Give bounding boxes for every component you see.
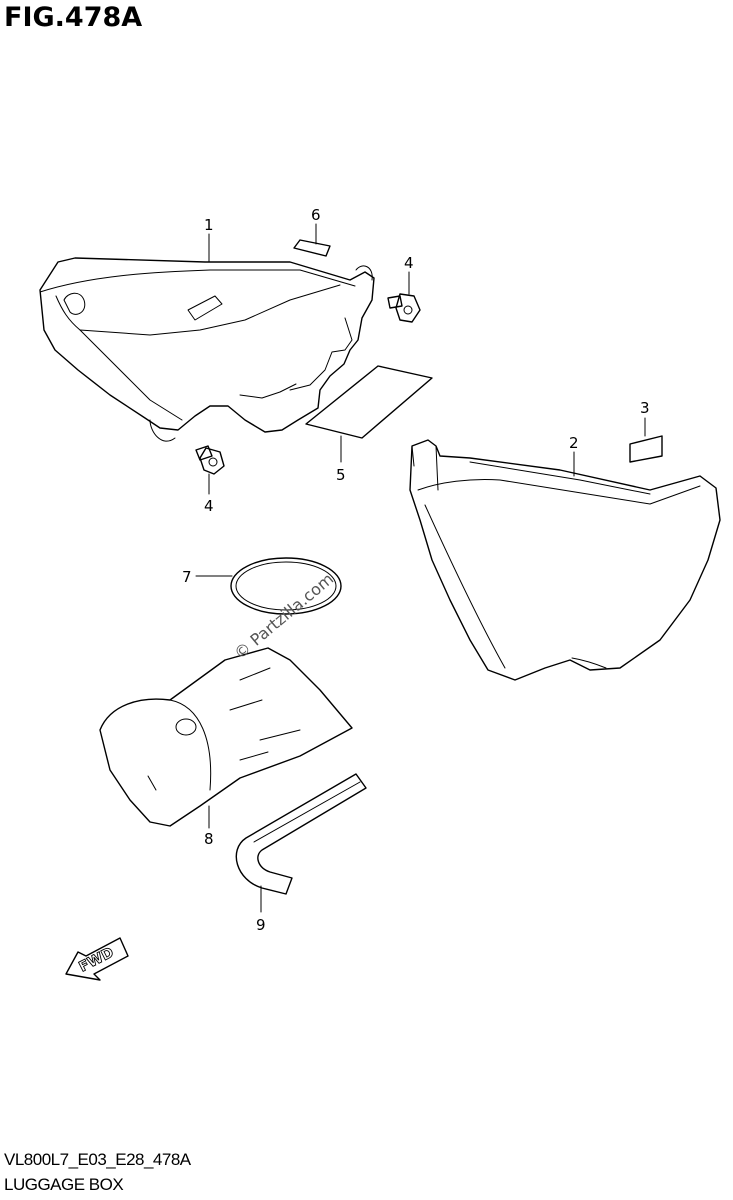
part-5-pad[interactable] bbox=[305, 365, 433, 439]
part-8-cover-bag[interactable] bbox=[99, 647, 353, 827]
callout-8[interactable]: 8 bbox=[204, 805, 214, 848]
part-3-label[interactable] bbox=[629, 435, 663, 463]
callout-5[interactable]: 5 bbox=[336, 435, 346, 484]
part-9-hex-wrench[interactable] bbox=[235, 773, 367, 895]
part-6-cushion-plate[interactable] bbox=[293, 239, 331, 257]
callout-7[interactable]: 7 bbox=[182, 568, 233, 586]
callout-6[interactable]: 6 bbox=[311, 206, 321, 245]
callout-4-upper[interactable]: 4 bbox=[404, 254, 414, 295]
part-1-luggage-box[interactable] bbox=[39, 257, 375, 442]
callout-4-lower[interactable]: 4 bbox=[204, 473, 214, 515]
svg-text:9: 9 bbox=[256, 916, 266, 934]
part-4-bolt-upper[interactable] bbox=[387, 293, 421, 323]
callout-9[interactable]: 9 bbox=[256, 885, 266, 934]
part-7-band[interactable] bbox=[230, 557, 342, 615]
part-4-bolt-lower[interactable] bbox=[195, 445, 225, 475]
svg-text:7: 7 bbox=[182, 568, 192, 586]
svg-text:4: 4 bbox=[204, 497, 214, 515]
svg-text:3: 3 bbox=[640, 399, 650, 417]
fwd-arrow: FWD bbox=[65, 937, 129, 981]
figure-code: VL800L7_E03_E28_478A bbox=[4, 1150, 191, 1169]
figure-name: LUGGAGE BOX bbox=[4, 1175, 124, 1194]
callout-1[interactable]: 1 bbox=[204, 216, 214, 263]
svg-text:8: 8 bbox=[204, 830, 214, 848]
figure-title: FIG.478A bbox=[4, 2, 143, 33]
callout-2[interactable]: 2 bbox=[569, 434, 579, 477]
svg-text:5: 5 bbox=[336, 466, 346, 484]
watermark: © Partzilla.com bbox=[230, 569, 337, 663]
svg-text:1: 1 bbox=[204, 216, 214, 234]
svg-text:4: 4 bbox=[404, 254, 414, 272]
fwd-label: FWD bbox=[77, 945, 117, 976]
svg-text:2: 2 bbox=[569, 434, 579, 452]
svg-text:6: 6 bbox=[311, 206, 321, 224]
callout-3[interactable]: 3 bbox=[640, 399, 650, 437]
part-2-side-cover[interactable] bbox=[409, 439, 721, 681]
